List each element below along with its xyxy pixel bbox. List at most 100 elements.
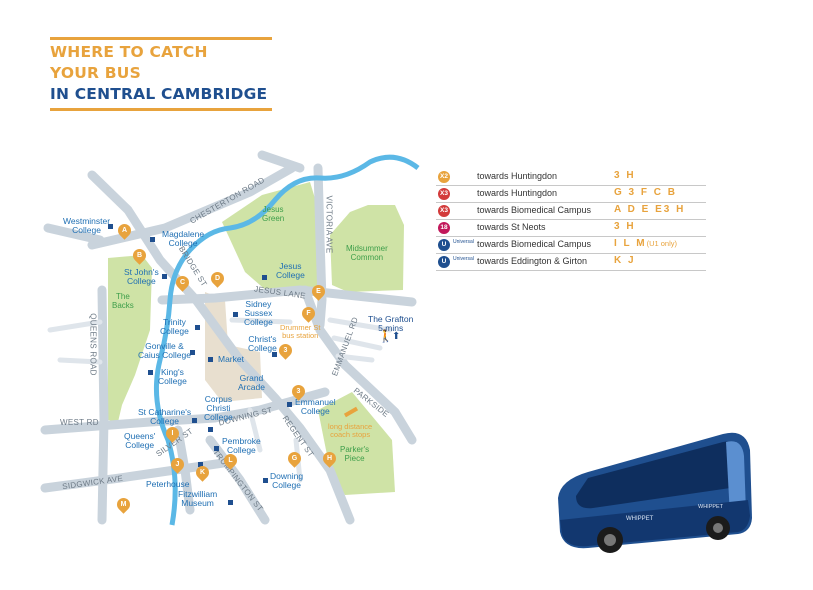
route-stops: 3 H [614,170,636,181]
walking-person-icon: 🚶 [378,329,393,343]
stop-pin-c[interactable]: C [173,273,192,292]
service-badge: X3 [438,205,450,217]
stop-pin-h[interactable]: H [320,449,339,468]
service-badge: U [438,256,450,268]
coach-stops-label: long distance coach stops [328,422,373,439]
marker-jesus [262,275,267,280]
marker-gonville [190,350,195,355]
place-kings: King's College [158,367,187,386]
route-destination: towards Eddington & Girton [477,256,588,266]
park-label-parkers: Parker's Piece [340,445,370,463]
marker-westminster [108,224,113,229]
heading-line-1: WHERE TO CATCH [50,43,208,61]
place-grand-arcade: Grand Arcade [238,373,265,392]
road-label-victoria: VICTORIA AVE [324,195,334,254]
heading-bottom-rule [50,108,272,111]
service-badge: U [438,239,450,251]
route-stops: A D E E3 H [614,204,686,215]
service-badge: 18 [438,222,450,234]
stop-pin-j[interactable]: J [168,455,187,474]
service-badge: X3 [438,188,450,200]
marker-sidney [233,312,238,317]
place-emmanuel: Emmanuel College [295,397,336,416]
place-westminster: Westminster College [63,216,111,235]
marker-christs [272,352,277,357]
place-queens: Queens' College [124,431,156,450]
place-st-catharines: St Catharine's College [138,407,192,426]
jesus-green-park [222,182,320,292]
place-market: Market [218,354,244,364]
marker-peterhouse [198,462,203,467]
road-network [40,150,417,525]
route-destination: towards Biomedical Campus [477,239,592,249]
marker-pembroke [214,446,219,451]
route-row: X3 towards Biomedical Campus A D E E3 H [436,203,706,220]
parkers-piece-park [318,392,395,495]
heading-top-rule [50,37,272,40]
whippet-bus-illustration: WHIPPET WHIPPET [558,432,752,553]
marker-downing [263,478,268,483]
stop-pin-a[interactable]: A [115,221,134,240]
universal-label: Universal [453,256,474,262]
marker-trinity [195,325,200,330]
park-label-midsummer: Midsummer Common [346,244,388,262]
stop-pin-b[interactable]: B [130,246,149,265]
place-pembroke: Pembroke College [222,436,261,455]
place-st-johns: St John's College [124,267,159,286]
stop-pin-l[interactable]: L [221,451,240,470]
park-label-backs: The Backs [112,292,134,310]
heading-line-3: IN CENTRAL CAMBRIDGE [50,85,268,103]
stop-pin-i[interactable]: I [163,424,182,443]
bus-side-brand: WHIPPET [626,516,654,522]
arrow-up-icon: ⬆ [392,331,401,342]
route-stops: K J [614,255,636,266]
stop-pin-3-emmanuel[interactable]: 3 [289,382,308,401]
marker-kings [148,370,153,375]
marker-emmanuel [287,402,292,407]
backs-park [108,255,152,422]
place-trinity: Trinity College [160,317,189,336]
stop-pin-m[interactable]: M [114,495,133,514]
marker-fitzwilliam [228,500,233,505]
heading-line-2: YOUR BUS [50,64,141,82]
route-note: (U1 only) [646,239,678,248]
stop-pin-f[interactable]: F [299,304,318,323]
service-badge: X2 [438,171,450,183]
marker-market [208,357,213,362]
place-jesus: Jesus College [276,261,305,280]
place-gonville: Gonville & Caius College [138,341,191,360]
place-grafton: The Grafton 5 mins [368,314,414,333]
stop-pin-e[interactable]: E [309,282,328,301]
place-downing: Downing College [270,471,304,490]
road-label-west: WEST RD [60,418,99,427]
universal-label: Universal [453,239,474,245]
place-corpus: Corpus Christi College [204,394,233,422]
place-peterhouse: Peterhouse [146,479,190,489]
place-magdalene: Magdalene College [162,229,205,248]
place-fitzwilliam: Fitzwilliam Museum [178,489,218,508]
route-stops: G 3 F C B [614,187,678,198]
stop-pin-3-drummer[interactable]: 3 [276,341,295,360]
park-label-jesus-green: Jesus Green [262,205,285,223]
marker-st-catharines [192,418,197,423]
marker-corpus [208,427,213,432]
route-destination: towards Biomedical Campus [477,205,592,215]
marker-magdalene [150,237,155,242]
drummer-st-label: Drummer St bus station [280,323,321,340]
bus-front-brand: WHIPPET [698,504,724,510]
stop-pin-g[interactable]: G [285,449,304,468]
coach-stop-marker [343,406,359,418]
stop-pin-d[interactable]: D [208,269,227,288]
midsummer-common-park [330,205,404,292]
route-stops: 3 H [614,221,636,232]
road-label-queens: QUEENS ROAD [88,313,98,376]
stop-pin-k[interactable]: K [193,463,212,482]
place-christs: Christ's College [248,334,277,353]
route-stops: I L M(U1 only) [614,238,678,249]
